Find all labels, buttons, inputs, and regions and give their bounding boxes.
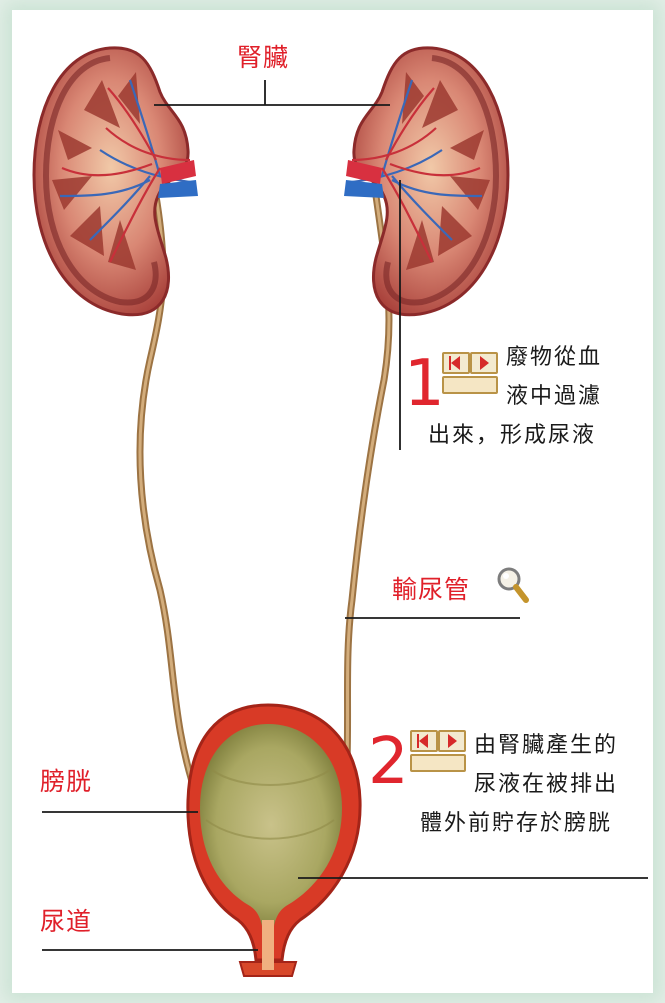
- label-ureter: 輸尿管: [392, 570, 470, 606]
- step-2-number: 2: [368, 730, 409, 794]
- step-1-line-3: 出來，形成尿液: [428, 418, 596, 454]
- label-urethra: 尿道: [40, 902, 92, 938]
- kidney-right: [344, 48, 508, 315]
- step-1-number: 1: [404, 352, 445, 416]
- progress-bar[interactable]: [442, 376, 498, 394]
- media-control-icon[interactable]: [440, 352, 500, 396]
- label-kidney: 腎臟: [237, 38, 289, 74]
- step-2-line-1: 由腎臟產生的: [474, 728, 618, 764]
- progress-bar[interactable]: [410, 754, 466, 772]
- magnifier-icon[interactable]: [496, 566, 530, 606]
- bladder: [188, 705, 360, 976]
- media-control-icon[interactable]: [408, 730, 468, 774]
- rewind-icon[interactable]: [410, 730, 438, 752]
- kidney-left: [34, 48, 198, 315]
- step-1-line-1: 廢物從血: [506, 340, 602, 376]
- rewind-icon[interactable]: [442, 352, 470, 374]
- step-2-line-3: 體外前貯存於膀胱: [420, 806, 612, 842]
- step-2-line-2: 尿液在被排出: [474, 767, 618, 803]
- play-icon[interactable]: [438, 730, 466, 752]
- play-icon[interactable]: [470, 352, 498, 374]
- label-bladder: 膀胱: [40, 762, 92, 798]
- step-1-line-2: 液中過濾: [506, 379, 602, 415]
